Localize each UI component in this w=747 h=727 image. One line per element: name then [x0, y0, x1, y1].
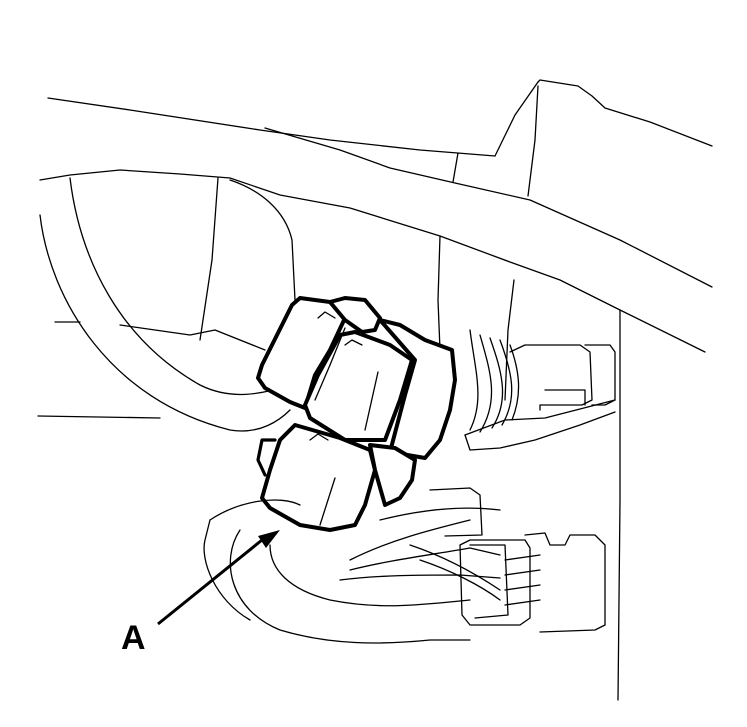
arrowhead-icon	[258, 530, 280, 548]
connector-upper	[464, 329, 616, 451]
wiring-harness	[203, 487, 606, 644]
relay-top-clip	[328, 296, 382, 334]
callout-a-leader[interactable]	[157, 530, 280, 626]
relay-right	[378, 318, 457, 460]
air-duct	[37, 177, 296, 432]
relay-left-bracket	[256, 438, 277, 477]
relay-bottom-right	[368, 443, 417, 507]
callout-label-a: A	[121, 619, 146, 657]
relay-cluster	[256, 296, 457, 532]
dashboard-panel	[39, 79, 713, 701]
